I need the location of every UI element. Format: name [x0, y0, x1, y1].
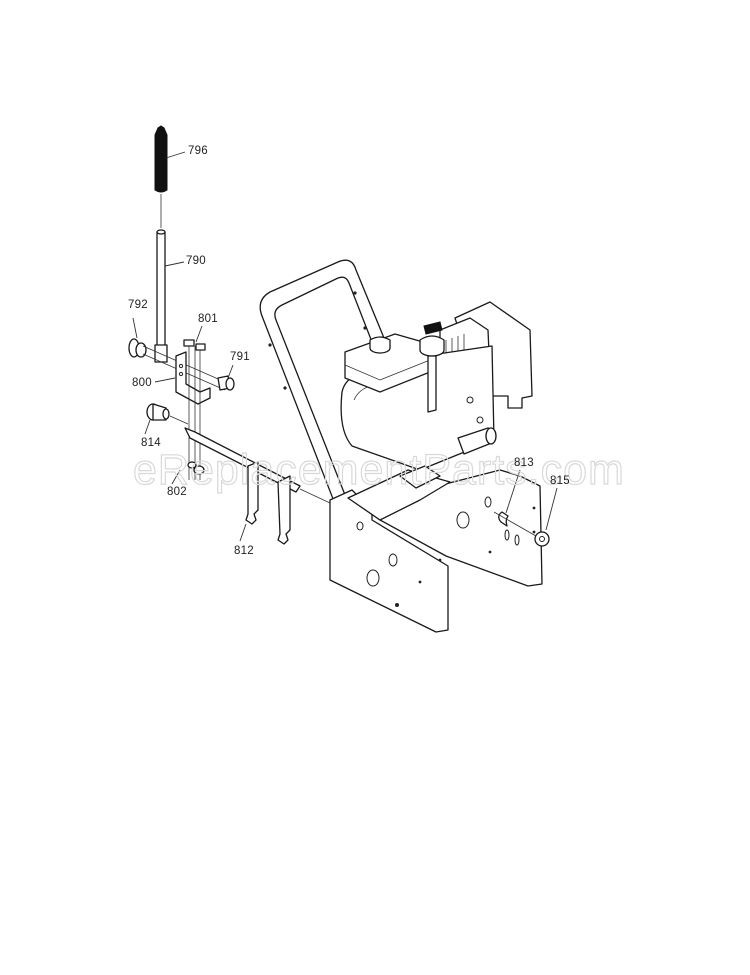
engine: [340, 301, 533, 471]
callout-813: 813: [514, 457, 534, 469]
handle-frame: [259, 259, 385, 505]
callout-791: 791: [230, 351, 250, 363]
shift-rod-790: [154, 229, 168, 363]
callout-796: 796: [188, 145, 208, 157]
callout-815: 815: [550, 475, 570, 487]
leader-lines: [132, 151, 558, 542]
lever-grip-796: [154, 125, 168, 228]
callout-790: 790: [186, 255, 206, 267]
callout-801: 801: [198, 313, 218, 325]
bolts-801: [183, 339, 206, 480]
callout-814: 814: [141, 437, 161, 449]
callout-792: 792: [128, 299, 148, 311]
nut-802: [187, 461, 205, 475]
frame-plates: [329, 465, 543, 633]
callout-800: 800: [132, 377, 152, 389]
washer-815: [493, 511, 550, 547]
shift-fork-812: [184, 427, 346, 545]
callout-802: 802: [167, 486, 187, 498]
bushing-814: [146, 403, 189, 425]
bracket-800: [175, 351, 211, 405]
callout-812: 812: [234, 545, 254, 557]
bolt-791: [217, 375, 235, 391]
clip-813: [498, 511, 509, 527]
